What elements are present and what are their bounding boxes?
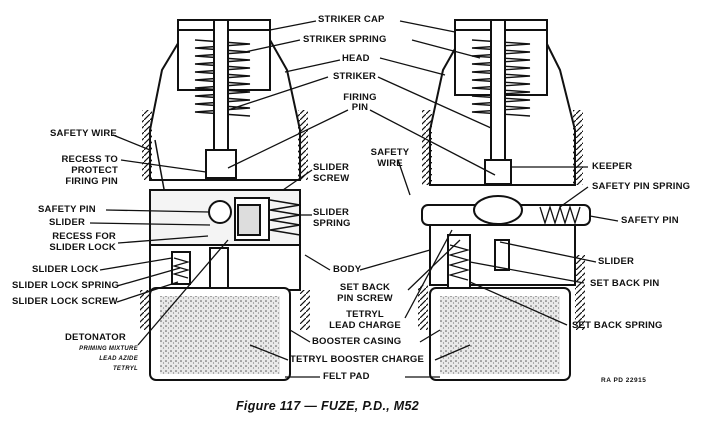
label-recess-slider-lock-1: RECESS FOR [52, 231, 116, 242]
label-set-back-spring: SET BACK SPRING [572, 320, 663, 331]
label-body: BODY [333, 264, 362, 275]
right-striker [490, 19, 506, 181]
label-slider-lock-spring: SLIDER LOCK SPRING [12, 280, 120, 291]
label-keeper: KEEPER [592, 161, 633, 172]
label-tetryl-booster: TETRYL BOOSTER CHARGE [290, 354, 425, 365]
label-recess-slider-lock-2: SLIDER LOCK [49, 242, 116, 253]
label-set-back-pin: SET BACK PIN [590, 278, 660, 289]
figure-caption: Figure 117 — FUZE, P.D., M52 [236, 399, 419, 413]
label-firing-pin-2: PIN [351, 102, 369, 113]
leader-lines [89, 20, 619, 378]
label-priming-mixture: PRIMING MIXTURE [79, 346, 138, 352]
label-set-back-pin-screw-1: SET BACK [339, 282, 391, 293]
label-slider-spring-1: SLIDER [313, 207, 350, 218]
label-recess-protect-2: PROTECT [71, 165, 118, 176]
label-slider-left: SLIDER [49, 217, 86, 228]
left-striker [213, 19, 229, 171]
label-safety-wire-left: SAFETY WIRE [50, 128, 117, 139]
label-slider-right: SLIDER [598, 256, 635, 267]
label-slider-screw-2: SCREW [313, 173, 350, 184]
label-recess-protect-1: RECESS TO [61, 154, 118, 165]
label-felt-pad: FELT PAD [323, 371, 370, 382]
label-safety-wire-right-1: SAFETY [370, 147, 410, 158]
label-tetryl-lead-2: LEAD CHARGE [329, 320, 401, 331]
label-recess-protect-3: FIRING PIN [65, 176, 118, 187]
right-booster-charge [440, 296, 560, 374]
label-safety-wire-right-2: WIRE [377, 158, 403, 169]
label-lead-azide: LEAD AZIDE [99, 356, 138, 362]
figure-reference: RA PD 22915 [601, 377, 647, 384]
label-slider-screw-1: SLIDER [313, 162, 350, 173]
label-safety-pin-left: SAFETY PIN [38, 204, 96, 215]
label-detonator: DETONATOR [65, 332, 126, 343]
label-safety-pin-right: SAFETY PIN [621, 215, 679, 226]
label-striker-spring: STRIKER SPRING [303, 34, 387, 45]
left-head [149, 39, 301, 181]
label-tetryl-lead-1: TETRYL [346, 309, 384, 320]
label-booster-casing: BOOSTER CASING [312, 336, 402, 347]
label-tetryl-small: TETRYL [112, 366, 138, 372]
label-slider-lock-screw: SLIDER LOCK SCREW [12, 296, 118, 307]
label-safety-pin-spring: SAFETY PIN SPRING [592, 181, 691, 192]
right-fuze [418, 19, 591, 381]
label-slider-spring-2: SPRING [313, 218, 351, 229]
left-booster-charge [160, 296, 280, 374]
label-slider-lock: SLIDER LOCK [32, 264, 99, 275]
label-striker-cap: STRIKER CAP [318, 14, 385, 25]
left-safety-pin [208, 200, 232, 224]
label-set-back-pin-screw-2: PIN SCREW [337, 293, 393, 304]
left-fuze [140, 19, 310, 381]
label-head: HEAD [342, 53, 370, 64]
label-firing-pin-1: FIRING [343, 92, 377, 103]
label-striker: STRIKER [333, 71, 377, 82]
